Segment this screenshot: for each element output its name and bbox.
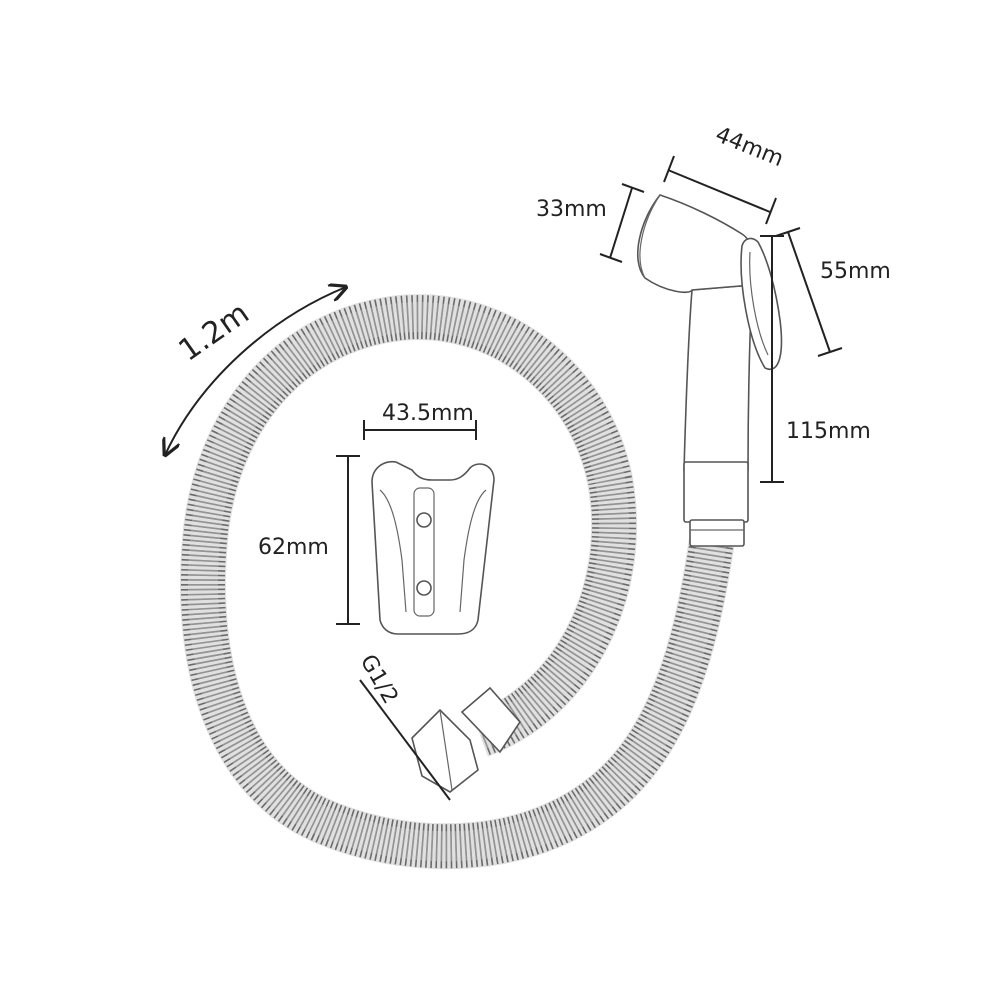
trigger-height-dimension: 55mm: [775, 227, 891, 357]
holder-slot: [413, 487, 435, 617]
hose: [180, 294, 735, 870]
hex-nut-edge: [439, 709, 453, 791]
sprayer-collar-base: [689, 519, 745, 547]
holder-width-label: 43.5mm: [382, 401, 474, 426]
thread-dim-line: [359, 679, 451, 801]
holder-left-cup: [379, 489, 407, 613]
thread-connector: G1/2: [355, 651, 522, 801]
head-depth-dimension: 33mm: [536, 183, 645, 263]
holder-right-cup: [459, 489, 487, 613]
holder-body: [371, 460, 495, 635]
handle-length-dimension: 115mm: [760, 235, 871, 483]
sprayer-handle: [683, 284, 753, 471]
hose-ridges-inner: [188, 302, 727, 862]
trigger-height-label: 55mm: [820, 259, 891, 284]
hose-length-label: 1.2m: [173, 296, 256, 369]
handle-length-label: 115mm: [786, 419, 871, 444]
sprayer-nozzle-face: [639, 194, 661, 279]
connector-ferrule: [460, 686, 522, 754]
sprayer-collar: [683, 461, 749, 523]
sprayer-head: [637, 194, 783, 547]
thread-size-label: G1/2: [355, 651, 403, 709]
holder-height-label: 62mm: [258, 535, 329, 560]
wall-holder: [371, 460, 495, 635]
head-width-label: 44mm: [712, 122, 787, 172]
holder-width-dimension: 43.5mm: [363, 401, 477, 440]
hex-nut-body: [411, 708, 479, 793]
hose-length-arrow: [165, 287, 346, 455]
hose-ridges: [181, 295, 734, 869]
head-depth-label: 33mm: [536, 197, 607, 222]
holder-height-dimension: 62mm: [258, 455, 360, 625]
hose-outline-outer: [180, 294, 735, 870]
holder-screw-bottom: [416, 580, 432, 596]
holder-screw-top: [416, 512, 432, 528]
trigger-lever-inner: [749, 251, 769, 356]
sprayer-nozzle-head: [637, 194, 757, 294]
